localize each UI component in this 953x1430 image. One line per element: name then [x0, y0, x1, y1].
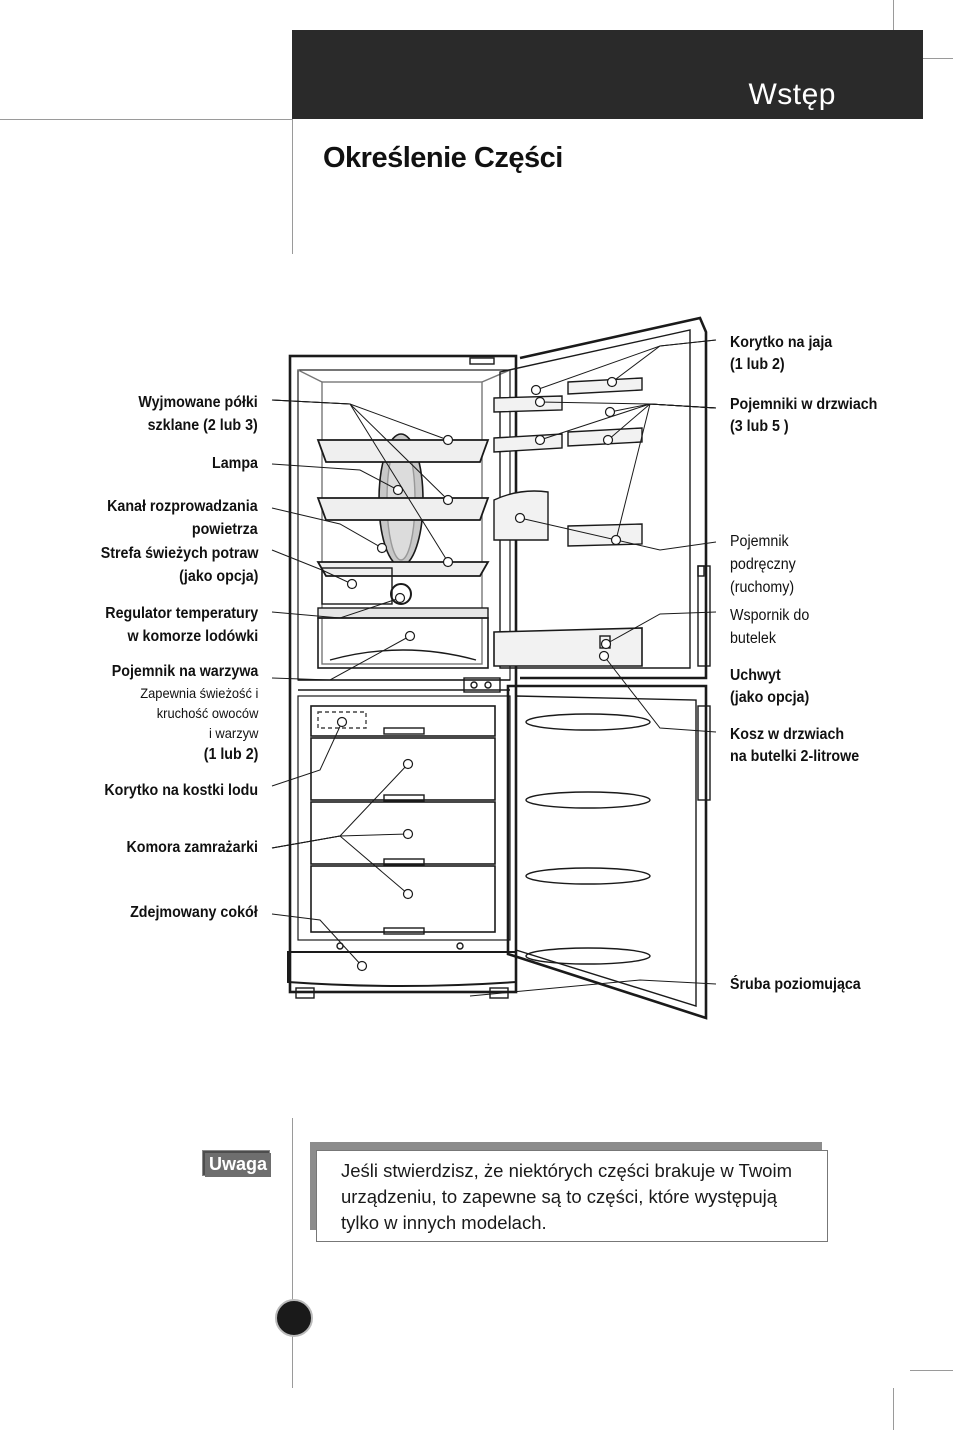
label-air-duct-line1: Kanał rozprowadzania	[107, 498, 258, 515]
label-glass-shelves-line2: szklane (2 lub 3)	[147, 417, 258, 434]
label-handy-bin: Pojemnik podręczny (ruchomy)	[730, 530, 796, 599]
label-fresh-zone: Strefa świeżych potraw (jako opcja)	[100, 542, 258, 588]
callout-dots	[336, 376, 622, 972]
label-temp-regulator: Regulator temperatury w komorze lodówki	[105, 602, 258, 648]
fridge-cabinet	[287, 354, 518, 999]
label-temp-regulator-line2: w komorze lodówki	[127, 628, 259, 645]
label-vegetable-drawer-desc1: Zapewnia świeżość i	[139, 685, 258, 701]
note-badge-label: Uwaga	[208, 1154, 268, 1174]
label-glass-shelves: Wyjmowane półki szklane (2 lub 3)	[139, 391, 258, 437]
freezer-door	[506, 684, 711, 1020]
label-bottle-basket-line2: na butelki 2-litrowe	[730, 748, 860, 765]
label-vegetable-drawer-title: Pojemnik na warzywa	[111, 663, 258, 680]
note-box: Jeśli stwierdzisz, że niektórych części …	[316, 1150, 828, 1242]
label-vegetable-drawer-desc2: kruchość owoców	[156, 705, 258, 721]
page-title: Określenie Części	[323, 142, 563, 174]
label-vegetable-drawer: Pojemnik na warzywa Zapewnia świeżość i …	[111, 660, 258, 766]
label-vegetable-drawer-desc3: i warzyw	[208, 725, 258, 741]
callout-lines	[271, 339, 717, 997]
label-air-duct: Kanał rozprowadzania powietrza	[107, 495, 258, 541]
corner-mark-top	[893, 0, 894, 30]
label-handy-bin-line3: (ruchomy)	[730, 579, 795, 596]
label-egg-tray-line1: Korytko na jaja	[730, 334, 833, 351]
label-air-duct-line2: powietrza	[192, 521, 258, 538]
label-lamp: Lampa	[212, 452, 258, 475]
label-leveling-screw: Śruba poziomująca	[730, 974, 861, 996]
corner-mark-bottom-right	[910, 1370, 953, 1371]
label-freezer: Komora zamrażarki	[126, 836, 258, 859]
label-plinth-line1: Zdejmowany cokół	[130, 904, 258, 921]
label-bottle-holder-line1: Wspornik do	[730, 607, 810, 624]
corner-mark-top-right	[923, 58, 953, 59]
label-fresh-zone-line2: (jako opcja)	[178, 568, 258, 585]
label-handle-line2: (jako opcja)	[730, 689, 810, 706]
label-vegetable-drawer-suffix: (1 lub 2)	[203, 746, 258, 763]
header-vertical-rule	[292, 119, 293, 254]
label-handy-bin-line2: podręczny	[730, 556, 796, 573]
page-marker-dot	[275, 1299, 313, 1337]
label-plinth: Zdejmowany cokół	[130, 901, 258, 924]
label-temp-regulator-line1: Regulator temperatury	[105, 605, 258, 622]
label-egg-tray: Korytko na jaja (1 lub 2)	[730, 332, 832, 376]
label-ice-tray: Korytko na kostki lodu	[104, 779, 258, 802]
corner-mark-bottom	[893, 1388, 894, 1430]
note-badge: Uwaga	[202, 1150, 272, 1178]
label-handy-bin-line1: Pojemnik	[730, 533, 789, 550]
label-door-bins-line1: Pojemniki w drzwiach	[730, 396, 878, 413]
label-bottle-holder-line2: butelek	[730, 630, 776, 647]
label-bottle-basket: Kosz w drzwiach na butelki 2-litrowe	[730, 724, 859, 768]
label-handle: Uchwyt (jako opcja)	[730, 665, 809, 709]
section-title: Wstęp	[748, 78, 836, 111]
section-header-bar	[292, 30, 923, 119]
label-door-bins: Pojemniki w drzwiach (3 lub 5 )	[730, 394, 877, 438]
label-egg-tray-line2: (1 lub 2)	[730, 356, 785, 373]
label-bottle-holder: Wspornik do butelek	[730, 604, 809, 650]
label-ice-tray-line1: Korytko na kostki lodu	[104, 782, 258, 799]
note-text: Jeśli stwierdzisz, że niektórych części …	[341, 1160, 792, 1233]
top-left-rule	[0, 119, 292, 120]
label-leveling-screw-line1: Śruba poziomująca	[730, 976, 861, 993]
fridge-door	[493, 316, 711, 680]
label-lamp-line1: Lampa	[212, 455, 258, 472]
label-glass-shelves-line1: Wyjmowane półki	[138, 394, 258, 411]
label-door-bins-line2: (3 lub 5 )	[730, 418, 789, 435]
label-handle-line1: Uchwyt	[730, 667, 781, 684]
label-fresh-zone-line1: Strefa świeżych potraw	[100, 545, 258, 562]
note-vertical-rule	[292, 1118, 293, 1388]
label-bottle-basket-line1: Kosz w drzwiach	[730, 726, 845, 743]
label-freezer-line1: Komora zamrażarki	[126, 839, 258, 856]
